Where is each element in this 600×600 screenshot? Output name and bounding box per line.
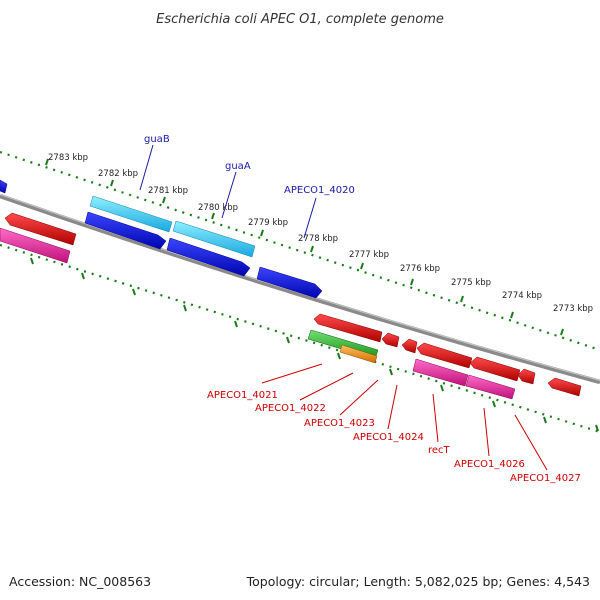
gene-APECO1_4023[interactable] [381, 332, 400, 348]
gene-guaA-cyan[interactable] [172, 220, 256, 258]
gene-APECO1_4026-red[interactable] [469, 356, 521, 382]
gene-recT-pink[interactable] [412, 358, 469, 387]
gene-label-guaB[interactable]: guaB [144, 134, 170, 145]
tick-label: 2776 kbp [400, 264, 440, 274]
gene-label-guaA[interactable]: guaA [225, 161, 251, 172]
gene-guaA[interactable] [166, 237, 251, 277]
gene-reverse-left-pink[interactable] [0, 227, 71, 264]
gene-label-recT[interactable]: recT [428, 445, 451, 456]
gene-APECO1_4022-orange[interactable] [339, 344, 378, 364]
gene-label-APECO1_4027[interactable]: APECO1_4027 [510, 473, 581, 484]
tick-label: 2774 kbp [502, 291, 542, 301]
reverse-leader-lines [261, 363, 548, 471]
tick-label: 2781 kbp [148, 186, 188, 196]
map-title: Escherichia coli APEC O1, complete genom… [156, 12, 444, 27]
topology-text: Topology: circular; Length: 5,082,025 bp… [246, 574, 590, 589]
gene-label-APECO1_4024[interactable]: APECO1_4024 [353, 432, 424, 443]
tick-label: 2777 kbp [349, 250, 389, 260]
gene-label-APECO1_4023[interactable]: APECO1_4023 [304, 418, 375, 429]
gene-recT-red[interactable] [416, 342, 473, 369]
genome-backbone [0, 193, 600, 385]
gene-label-APECO1_4020[interactable]: APECO1_4020 [284, 185, 355, 196]
outer-tick-ring [0, 150, 600, 352]
tick-label: 2773 kbp [553, 304, 593, 314]
gene-APECO1_4026-pink[interactable] [465, 374, 516, 400]
gene-label-APECO1_4022[interactable]: APECO1_4022 [255, 403, 326, 414]
gene-reverse-left-red[interactable] [4, 212, 77, 246]
gene-label-APECO1_4021[interactable]: APECO1_4021 [207, 390, 278, 401]
gene-APECO1_4024[interactable] [401, 338, 418, 354]
tick-label: 2783 kbp [48, 153, 88, 163]
outer-major-ticks [45, 158, 564, 336]
forward-leader-lines [139, 144, 317, 239]
gene-guaB[interactable] [84, 211, 167, 250]
gene-APECO1_4027-small[interactable] [517, 368, 536, 385]
inner-tick-ring [0, 243, 600, 434]
gene-APECO1_4027[interactable] [547, 377, 582, 397]
inner-major-ticks [30, 257, 599, 432]
gene-guaB-cyan[interactable] [89, 195, 173, 233]
accession-text: Accession: NC_008563 [9, 574, 151, 589]
tick-label: 2779 kbp [248, 218, 288, 228]
gene-label-APECO1_4026[interactable]: APECO1_4026 [454, 459, 525, 470]
tick-label: 2782 kbp [98, 169, 138, 179]
gene-forward-edge[interactable] [0, 179, 8, 194]
tick-label: 2775 kbp [451, 278, 491, 288]
tick-label: 2780 kbp [198, 203, 238, 213]
tick-label: 2778 kbp [298, 234, 338, 244]
gene-APECO1_4021-red[interactable] [313, 313, 383, 343]
gene-APECO1_4020[interactable] [256, 266, 323, 299]
